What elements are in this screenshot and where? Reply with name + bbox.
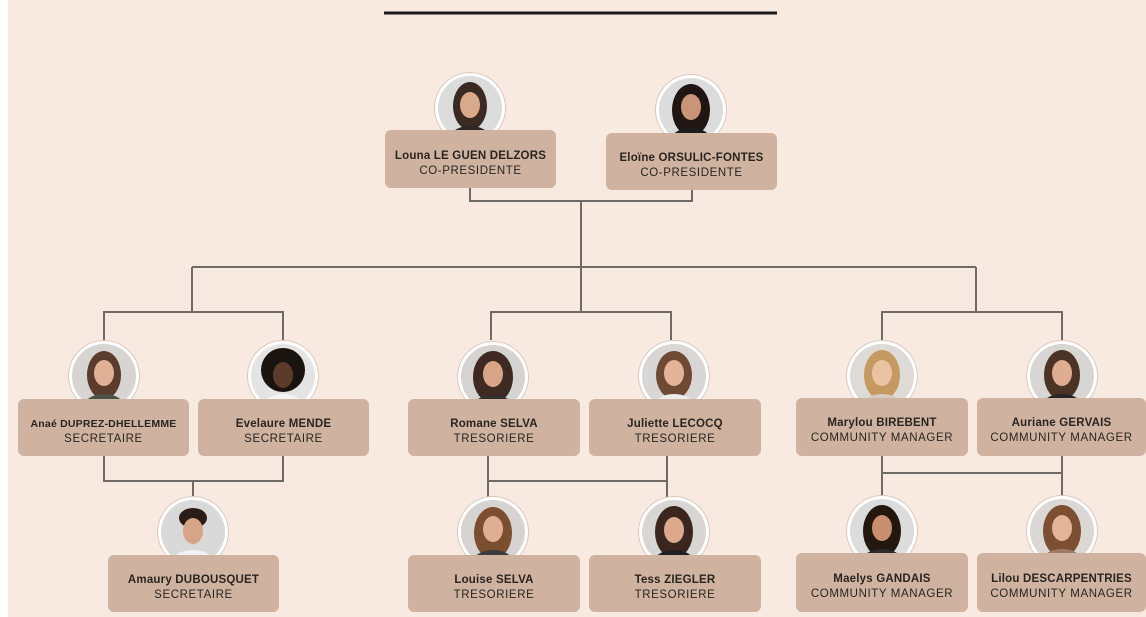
member-name: Anaé DUPREZ-DHELLEMME [30, 418, 177, 430]
member-role: TRESORIERE [453, 589, 535, 601]
member-name: Louna LE GUEN DELZORS [394, 150, 547, 162]
member-role: TRESORIERE [634, 433, 716, 445]
member-role: CO-PRESIDENTE [640, 167, 743, 179]
portrait-image [642, 344, 706, 408]
member-name: Auriane GERVAIS [1011, 417, 1112, 429]
member-role: CO-PRESIDENTE [419, 165, 522, 177]
avatar [435, 73, 505, 143]
member-card: Maelys GANDAIS COMMUNITY MANAGER [796, 553, 968, 612]
member-name: Lilou DESCARPENTRIES [991, 573, 1132, 585]
member-card: Eloïne ORSULIC-FONTES CO-PRESIDENTE [606, 133, 777, 190]
member-card: Tess ZIEGLER TRESORIERE [589, 555, 761, 612]
member-card: Amaury DUBOUSQUET SECRETAIRE [108, 555, 279, 612]
connector-community [881, 311, 1063, 340]
member-card: Anaé DUPREZ-DHELLEMME SECRETAIRE [18, 399, 189, 456]
member-name: Juliette LECOCQ [627, 418, 723, 430]
member-name: Amaury DUBOUSQUET [127, 574, 260, 586]
member-card: Evelaure MENDE SECRETAIRE [198, 399, 369, 456]
member-role: COMMUNITY MANAGER [810, 588, 954, 600]
member-card: Auriane GERVAIS COMMUNITY MANAGER [977, 398, 1146, 456]
portrait-image [461, 345, 525, 409]
avatar [639, 497, 709, 567]
member-name: Eloïne ORSULIC-FONTES [619, 152, 764, 164]
member-role: TRESORIERE [453, 433, 535, 445]
connector-secretaires-down [103, 456, 284, 482]
portrait-image [642, 500, 706, 564]
member-role: TRESORIERE [634, 589, 716, 601]
member-name: Romane SELVA [450, 418, 538, 430]
portrait-image [461, 500, 525, 564]
org-chart: Louna LE GUEN DELZORS CO-PRESIDENTE Eloï… [8, 0, 1146, 617]
member-name: Maelys GANDAIS [833, 573, 931, 585]
member-name: Marylou BIREBENT [827, 417, 937, 429]
portrait-image [850, 499, 914, 563]
connector-lines [103, 11, 1063, 497]
member-card: Marylou BIREBENT COMMUNITY MANAGER [796, 398, 968, 456]
member-card: Juliette LECOCQ TRESORIERE [589, 399, 761, 456]
member-name: Louise SELVA [454, 574, 534, 586]
avatar [248, 341, 318, 411]
member-name: Evelaure MENDE [235, 418, 332, 430]
member-role: COMMUNITY MANAGER [810, 432, 954, 444]
member-card: Louise SELVA TRESORIERE [408, 555, 580, 612]
connector-secretaires [103, 311, 284, 340]
connector-tresorieres [490, 311, 672, 340]
portrait-image [251, 344, 315, 408]
member-role: COMMUNITY MANAGER [990, 432, 1133, 444]
portrait-image [1030, 499, 1094, 563]
member-role: SECRETAIRE [244, 433, 323, 445]
member-card: Lilou DESCARPENTRIES COMMUNITY MANAGER [977, 553, 1146, 612]
avatar [847, 496, 917, 566]
member-card: Louna LE GUEN DELZORS CO-PRESIDENTE [385, 130, 556, 188]
member-role: SECRETAIRE [154, 589, 233, 601]
member-role: SECRETAIRE [64, 433, 143, 445]
member-role: COMMUNITY MANAGER [990, 588, 1133, 600]
member-card: Romane SELVA TRESORIERE [408, 399, 580, 456]
member-name: Tess ZIEGLER [634, 574, 716, 586]
portrait-image [438, 76, 502, 140]
